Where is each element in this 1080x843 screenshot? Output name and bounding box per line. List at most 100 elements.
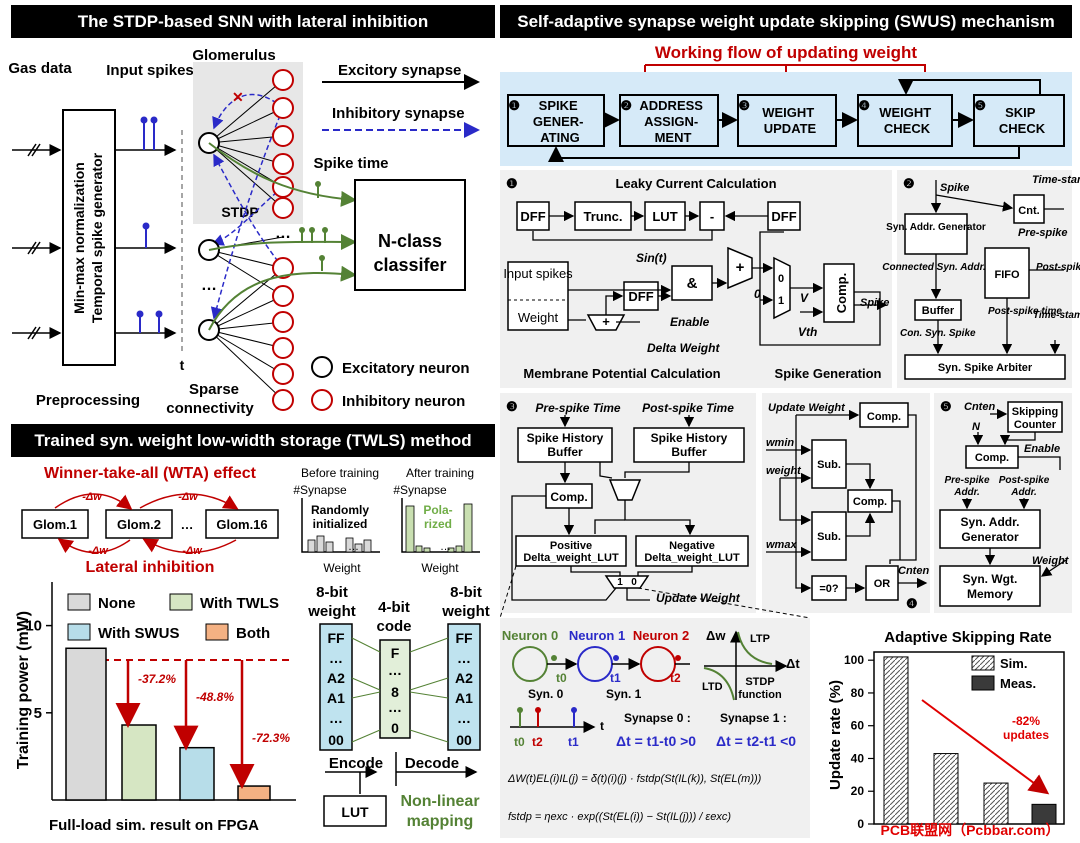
twls-panel: Winner-take-all (WTA) effect Glom.1 Glom… <box>21 465 490 830</box>
power-ylabel: Training power (mW) <box>15 611 32 769</box>
svg-text:Addr.: Addr. <box>1010 487 1037 498</box>
step5: ❺ SKIP CHECK <box>974 98 1045 136</box>
svg-text:Neuron 2: Neuron 2 <box>633 628 689 643</box>
svg-text:N: N <box>972 421 981 433</box>
skip-bar-sim <box>983 782 1009 825</box>
svg-text:Pola-: Pola- <box>423 503 452 517</box>
twls-panel-title: Trained syn. weight low-width storage (T… <box>11 424 495 457</box>
svg-text:Synapse 0 :: Synapse 0 : <box>624 711 691 725</box>
svg-text:…: … <box>388 662 402 678</box>
svg-text:Δw: Δw <box>706 628 726 643</box>
reduction-label: -72.3% <box>252 731 290 745</box>
svg-text:Leaky Current Calculation: Leaky Current Calculation <box>615 176 776 191</box>
skip-tick-label: 40 <box>851 751 865 765</box>
svg-text:Time-stamp: Time-stamp <box>1033 310 1080 321</box>
power-bar <box>65 647 107 801</box>
svg-text:DFF: DFF <box>520 209 545 224</box>
svg-text:Enable: Enable <box>670 315 710 329</box>
power-ticks: 105 <box>25 618 52 722</box>
stdp-label: STDP <box>221 204 258 220</box>
svg-text:1: 1 <box>617 577 623 588</box>
svg-text:Buffer: Buffer <box>922 305 955 317</box>
svg-text:…: … <box>457 650 471 666</box>
excitatory-neuron-label: Excitatory neuron <box>342 360 470 377</box>
svg-text:-Δw: -Δw <box>88 545 109 557</box>
svg-text:wmin: wmin <box>766 437 794 449</box>
step1: ❶ SPIKE GENER- ATING <box>508 98 587 145</box>
svg-text:A2: A2 <box>327 670 345 686</box>
preprocessing-label: Preprocessing <box>36 392 140 409</box>
svg-text:…: … <box>329 650 343 666</box>
spike-time-label: Spike time <box>313 155 388 172</box>
svg-text:Buffer: Buffer <box>671 445 707 459</box>
svg-text:…: … <box>329 710 343 726</box>
glomerulus-label: Glomerulus <box>192 47 275 64</box>
skip-title: Adaptive Skipping Rate <box>884 629 1052 646</box>
svg-text:8: 8 <box>391 684 399 700</box>
generator-line1: Min-max normalization <box>71 162 87 314</box>
svg-text:0: 0 <box>778 273 784 285</box>
svg-text:#Synapse: #Synapse <box>293 483 347 497</box>
svg-text:Neuron 1: Neuron 1 <box>569 628 625 643</box>
t-label: t <box>180 357 185 373</box>
svg-text:❷: ❷ <box>903 176 915 191</box>
dots-inhib: … <box>275 225 291 242</box>
svg-text:Connected Syn. Addr.: Connected Syn. Addr. <box>882 262 986 273</box>
svg-text:Time-stamp: Time-stamp <box>1032 174 1080 186</box>
svg-text:t0: t0 <box>514 735 525 749</box>
svg-text:LTD: LTD <box>702 681 723 693</box>
svg-text:=0?: =0? <box>819 583 839 595</box>
svg-text:+: + <box>602 314 610 329</box>
excitatory-synapse-label: Excitory synapse <box>338 62 461 79</box>
svg-text:Sim.: Sim. <box>1000 656 1027 671</box>
classifier-line1: N-class <box>378 231 442 251</box>
reduction-label: -48.8% <box>196 690 234 704</box>
power-bar <box>121 724 157 801</box>
power-xlabel: Full-load sim. result on FPGA <box>49 817 259 834</box>
svg-text:t0: t0 <box>556 671 567 685</box>
svg-text:Buffer: Buffer <box>547 445 583 459</box>
svg-text:Spike Generation: Spike Generation <box>775 366 882 381</box>
skip-tick-label: 80 <box>851 686 865 700</box>
svg-text:Post-spike: Post-spike <box>1036 262 1080 273</box>
classifier-line2: classifer <box>373 255 446 275</box>
svg-text:function: function <box>738 689 782 701</box>
svg-text:Sin(t): Sin(t) <box>636 251 667 265</box>
svg-text:LTP: LTP <box>750 633 770 645</box>
svg-text:Syn. 1: Syn. 1 <box>606 687 642 701</box>
svg-text:FIFO: FIFO <box>994 269 1019 281</box>
svg-text:OR: OR <box>874 578 891 590</box>
svg-text:Post-spike time: Post-spike time <box>988 306 1062 317</box>
svg-text:Δt = t1-t0 >0: Δt = t1-t0 >0 <box>616 733 696 749</box>
block1: ❶ Leaky Current Calculation DFF Trunc. L… <box>500 170 892 388</box>
svg-text:Syn. 0: Syn. 0 <box>528 687 564 701</box>
svg-text:Cnten: Cnten <box>898 565 929 577</box>
block3: ❸ Pre-spike Time Post-spike Time Spike H… <box>500 393 756 613</box>
svg-text:-Δw: -Δw <box>182 545 203 557</box>
svg-text:+: + <box>736 259 745 276</box>
skip-tick-label: 100 <box>844 653 864 667</box>
svg-text:Pre-spike: Pre-spike <box>944 475 989 486</box>
svg-text:Randomly: Randomly <box>311 503 369 517</box>
svg-text:t1: t1 <box>568 735 579 749</box>
svg-text:Spike History: Spike History <box>527 431 604 445</box>
svg-text:❶: ❶ <box>506 176 518 191</box>
swus-panel-title: Self-adaptive synapse weight update skip… <box>500 5 1072 38</box>
svg-text:Sub.: Sub. <box>817 459 841 471</box>
svg-text:Addr.: Addr. <box>953 487 980 498</box>
svg-text:Δt = t2-t1 <0: Δt = t2-t1 <0 <box>716 733 796 749</box>
skip-tick-label: 20 <box>851 784 865 798</box>
step2: ❷ ADDRESS ASSIGN- MENT <box>620 98 706 145</box>
svg-text:Spike: Spike <box>860 297 889 309</box>
skip-bar-sim <box>933 753 959 825</box>
svg-text:00: 00 <box>456 732 472 748</box>
svg-text:#Synapse: #Synapse <box>393 483 447 497</box>
svg-text:Non-linear: Non-linear <box>400 793 479 810</box>
svg-text:❹: ❹ <box>906 596 918 611</box>
svg-text:With SWUS: With SWUS <box>98 625 180 642</box>
svg-text:Post-spike Time: Post-spike Time <box>642 401 734 415</box>
svg-text:Sub.: Sub. <box>817 531 841 543</box>
svg-text:8-bit: 8-bit <box>316 584 348 601</box>
